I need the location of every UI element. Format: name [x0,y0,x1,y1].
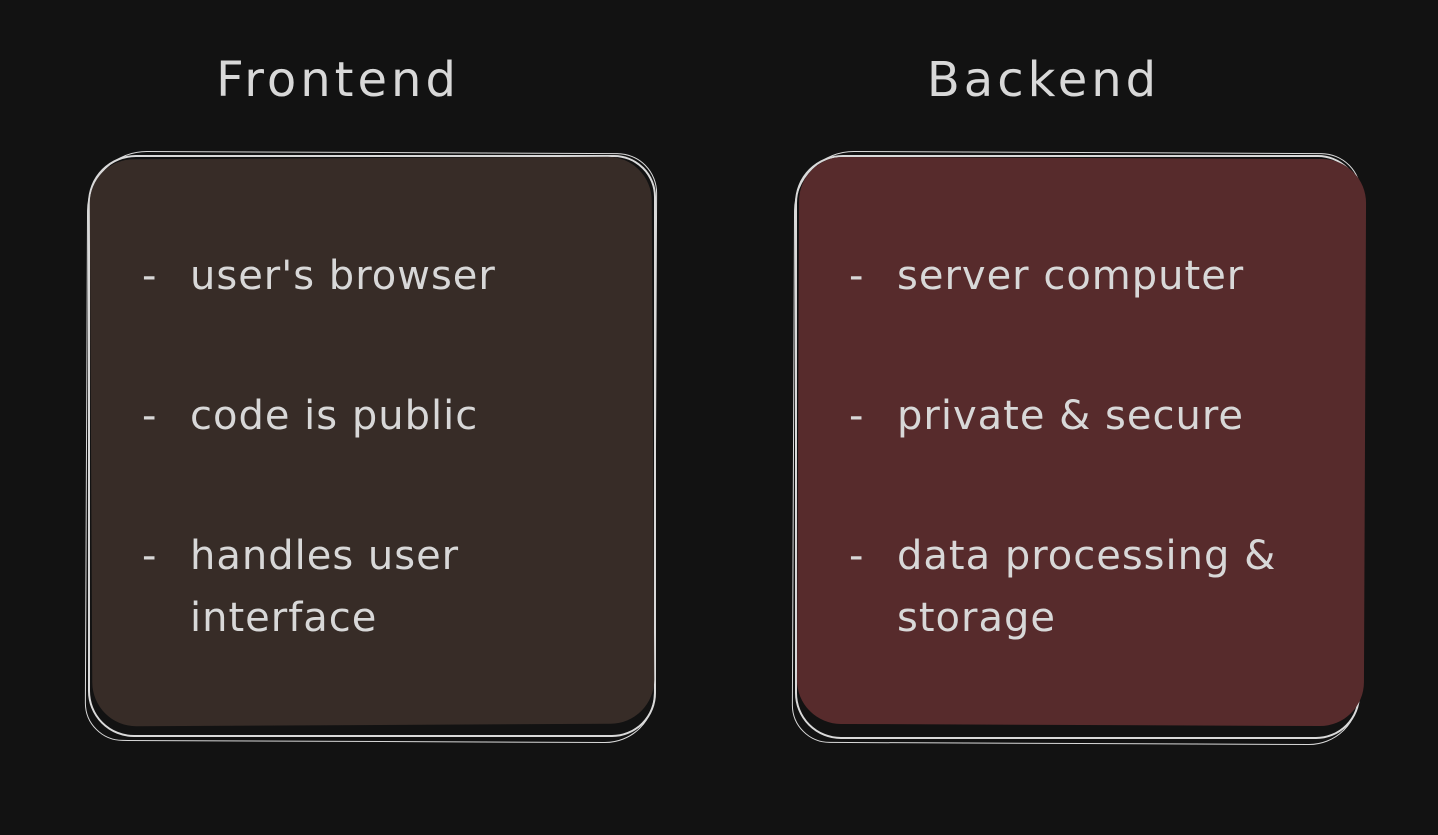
frontend-list: - user's browser - code is public - hand… [90,157,654,649]
frontend-section: Frontend - user's browser - code is publ… [88,45,656,737]
backend-card: - server computer - private & secure - d… [795,155,1367,739]
bullet-dash: - [142,393,158,439]
bullet-dash: - [849,533,865,579]
backend-list: - server computer - private & secure - d… [797,157,1358,649]
list-item-text: handles user interface [190,533,460,641]
list-item: - private & secure [849,385,1328,447]
frontend-title: Frontend [216,52,460,108]
bullet-dash: - [849,253,865,299]
list-item: - code is public [142,385,624,447]
list-item-text: code is public [190,393,479,439]
backend-title: Backend [926,52,1161,108]
list-item: - handles user interface [142,525,624,649]
list-item-text: server computer [897,253,1245,299]
bullet-dash: - [849,393,865,439]
list-item: - data processing & storage [849,525,1328,649]
bullet-dash: - [142,533,158,579]
list-item-text: private & secure [897,393,1245,439]
list-item-text: user's browser [190,253,496,299]
backend-section: Backend - server computer - private & se… [795,45,1367,739]
list-item-text: data processing & storage [897,533,1277,641]
list-item: - user's browser [142,245,624,307]
list-item: - server computer [849,245,1328,307]
bullet-dash: - [142,253,158,299]
frontend-card: - user's browser - code is public - hand… [88,155,656,737]
